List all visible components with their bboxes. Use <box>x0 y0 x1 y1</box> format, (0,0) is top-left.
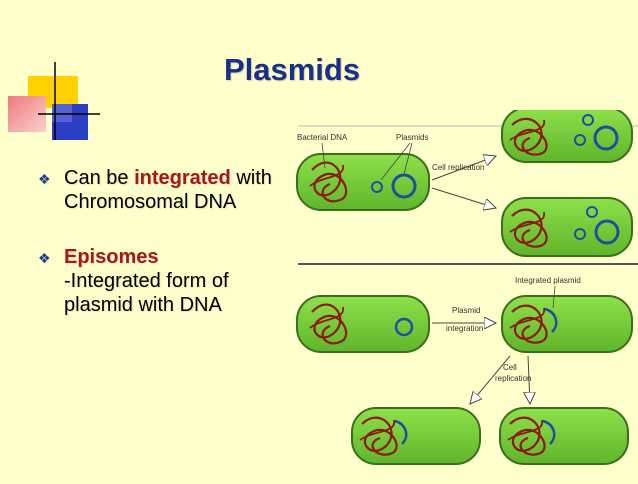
bacterial-cell-parent <box>296 153 430 211</box>
bacterial-chromosome <box>311 161 348 203</box>
label-bacterial-dna: Bacterial DNA <box>297 133 348 142</box>
label-cell-replication-bottom-2: replication <box>495 374 531 383</box>
decorative-squares <box>0 0 100 140</box>
bacterial-cell-parent <box>296 295 430 353</box>
diamond-bullet-icon: ❖ <box>38 171 51 187</box>
bullet-emphasis-text: integrated <box>134 167 231 189</box>
label-cell-replication-top: Cell replication <box>432 163 484 172</box>
slide-title: Plasmids <box>223 52 361 87</box>
label-plasmids: Plasmids <box>396 133 428 142</box>
bacterial-cell-integrated <box>501 295 633 353</box>
label-integrated-plasmid: Integrated plasmid <box>515 276 581 285</box>
bullet-episomes: ❖ Episomes -Integrated form of plasmid w… <box>38 245 283 317</box>
bacterial-cell-integrated-daughter <box>499 407 629 465</box>
plasmid-diagram: Bacterial DNA Plasmids Cell replication <box>280 107 638 484</box>
bullet-integrated: ❖ Can be integrated with Chromosomal DNA <box>38 166 283 214</box>
bullet-rest-text: -Integrated form of plasmid with DNA <box>64 270 229 316</box>
label-plasmid-integration-2: integration <box>446 324 483 333</box>
plasmid-large <box>391 173 417 199</box>
bacterial-cell-integrated-daughter <box>351 407 481 465</box>
bacterial-cell-daughter <box>501 107 633 163</box>
bullet-list: ❖ Can be integrated with Chromosomal DNA… <box>38 166 283 317</box>
label-plasmid-integration-1: Plasmid <box>452 306 480 315</box>
label-cell-replication-bottom-1: Cell <box>503 363 517 372</box>
bullet-lead-text: Can be <box>64 167 135 189</box>
bullet-rest-text: with Chromosomal DNA <box>64 167 272 213</box>
plasmid-small <box>371 181 383 193</box>
diamond-bullet-icon: ❖ <box>38 250 51 266</box>
bullet-emphasis-text: Episomes <box>64 246 159 268</box>
bacterial-cell-daughter <box>501 197 633 257</box>
